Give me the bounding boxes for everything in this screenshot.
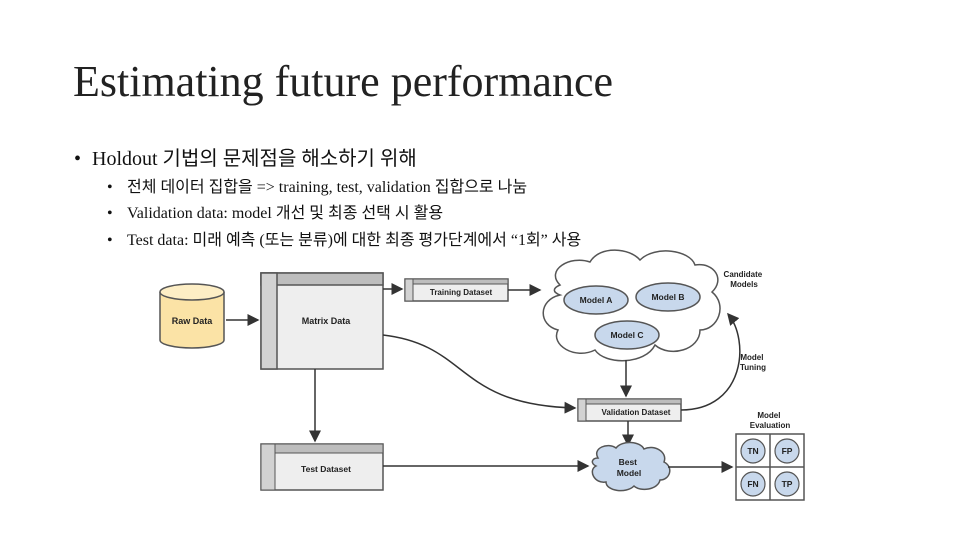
validation-dataset-box: Validation Dataset bbox=[577, 398, 682, 422]
arrow-matrix-to-validation bbox=[382, 334, 577, 414]
tn-label: TN bbox=[747, 446, 758, 456]
candidate-models-cloud: Model A Model B Model C bbox=[542, 249, 721, 362]
bullet-dot: • bbox=[107, 232, 113, 249]
validation-dataset-label: Validation Dataset bbox=[602, 408, 671, 417]
best-model-cloud: Best Model bbox=[591, 441, 671, 492]
fn-label: FN bbox=[747, 479, 758, 489]
model-a-label: Model A bbox=[580, 295, 613, 305]
slide-title: Estimating future performance bbox=[73, 57, 614, 106]
sub-bullet-1: • 전체 데이터 집합을 => training, test, validatio… bbox=[107, 177, 527, 199]
sub-bullet-text: Test data: 미래 예측 (또는 분류)에 대한 최종 평가단계에서 “… bbox=[127, 232, 582, 249]
model-c-label: Model C bbox=[610, 330, 643, 340]
tp-label: TP bbox=[782, 479, 793, 489]
fp-label: FP bbox=[782, 446, 793, 456]
main-bullet: • Holdout 기법의 문제점을 해소하기 위해 bbox=[74, 146, 417, 172]
matrix-data-label: Matrix Data bbox=[302, 316, 352, 326]
fn-cell bbox=[740, 471, 766, 497]
raw-data-label: Raw Data bbox=[172, 316, 214, 326]
training-dataset-label: Training Dataset bbox=[430, 288, 493, 297]
raw-data-cylinder: Raw Data bbox=[159, 283, 225, 349]
sub-bullet-2: • Validation data: model 개선 및 최종 선택 시 활용 bbox=[107, 203, 443, 225]
fp-cell bbox=[774, 438, 800, 464]
matrix-data-box: Matrix Data bbox=[260, 272, 384, 370]
best-model-label: Best Model bbox=[617, 457, 642, 478]
sub-bullet-text: 전체 데이터 집합을 => training, test, validation… bbox=[127, 179, 528, 196]
tp-cell bbox=[774, 471, 800, 497]
model-evaluation-label: Model Evaluation bbox=[750, 411, 791, 430]
tn-cell bbox=[740, 438, 766, 464]
model-b-label: Model B bbox=[651, 292, 684, 302]
confusion-matrix: TN FP FN TP bbox=[735, 433, 805, 501]
bullet-dot: • bbox=[107, 205, 113, 222]
training-dataset-box: Training Dataset bbox=[404, 278, 509, 302]
candidate-models-label: Candidate Models bbox=[724, 270, 765, 289]
sub-bullet-3: • Test data: 미래 예측 (또는 분류)에 대한 최종 평가단계에서 … bbox=[107, 230, 581, 252]
bullet-dot: • bbox=[74, 148, 82, 170]
arrow-model-tuning bbox=[680, 312, 741, 411]
model-tuning-label: Model Tuning bbox=[740, 353, 766, 372]
test-dataset-label: Test Dataset bbox=[301, 464, 351, 474]
sub-bullet-text: Validation data: model 개선 및 최종 선택 시 활용 bbox=[127, 205, 444, 222]
test-dataset-box: Test Dataset bbox=[260, 443, 384, 491]
bullet-dot: • bbox=[107, 179, 113, 196]
main-bullet-text: Holdout 기법의 문제점을 해소하기 위해 bbox=[92, 148, 417, 170]
